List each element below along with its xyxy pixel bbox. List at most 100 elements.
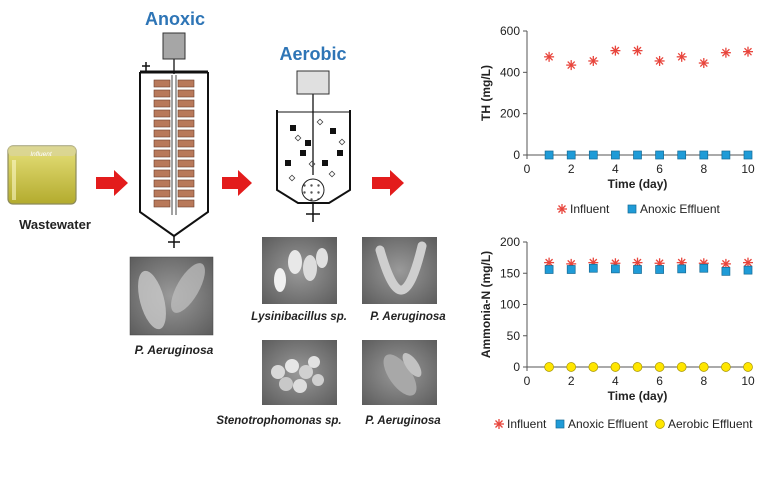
data-point (743, 362, 753, 372)
carrier-sponge (308, 160, 316, 168)
data-point (655, 419, 665, 429)
data-point (633, 150, 642, 160)
carrier-brick (153, 199, 171, 208)
y-tick-label: 600 (500, 24, 520, 38)
carrier-brick (177, 129, 195, 138)
y-tick-label: 200 (500, 235, 520, 249)
data-point (743, 265, 753, 275)
carrier-brick (177, 199, 195, 208)
carrier-brick (177, 99, 195, 108)
carrier-cube (300, 150, 306, 156)
data-point (566, 265, 576, 274)
carrier-brick (177, 189, 195, 198)
carrier-brick (153, 149, 171, 158)
aerobic-microbe-label-4: P. Aeruginosa (365, 415, 441, 427)
carrier-sponge (316, 118, 324, 126)
data-point (611, 264, 620, 274)
aerobic-microbe-label-3: Stenotrophomonas sp. (216, 415, 341, 427)
data-point (743, 150, 753, 160)
x-tick-label: 4 (612, 162, 619, 176)
x-tick-label: 10 (741, 374, 755, 388)
carrier-cube (285, 160, 291, 166)
data-point (566, 362, 577, 372)
flow-arrow-2 (222, 170, 252, 196)
carrier-cube (305, 140, 311, 146)
carrier-brick (153, 159, 171, 168)
data-point (721, 150, 731, 160)
x-tick-label: 8 (700, 162, 707, 176)
flow-arrow-1 (96, 170, 128, 196)
carrier-brick (153, 129, 171, 138)
data-point (677, 264, 687, 274)
aerobic-microbe-label-2: P. Aeruginosa (370, 311, 446, 323)
legend-entry: Anoxic Effluent (627, 202, 720, 216)
y-tick-label: 0 (513, 148, 520, 162)
y-tick-label: 150 (500, 266, 520, 280)
legend-label: Anoxic Effluent (640, 202, 720, 216)
series-aerobic-effluent (544, 362, 753, 372)
data-point (677, 150, 687, 160)
carrier-sponge (294, 134, 302, 142)
flow-arrow-3 (372, 170, 404, 196)
legend-label: Aerobic Effluent (668, 417, 753, 431)
carrier-brick (177, 89, 195, 98)
data-point (676, 362, 687, 372)
legend-label: Anoxic Effluent (568, 417, 648, 431)
x-axis-title: Time (day) (608, 389, 668, 403)
y-tick-label: 200 (500, 107, 520, 121)
aerobic-title: Aerobic (279, 44, 346, 64)
anoxic-carrier-media (153, 79, 195, 208)
legend-entry: Anoxic Effluent (555, 417, 648, 431)
y-tick-label: 400 (500, 65, 520, 79)
carrier-brick (153, 99, 171, 108)
data-point (655, 265, 664, 274)
data-point (654, 362, 665, 372)
data-point (655, 150, 664, 160)
data-point (588, 150, 598, 160)
anoxic-reactor (139, 32, 209, 248)
aerobic-reactor (276, 70, 351, 222)
series-influent (544, 257, 753, 269)
data-point (699, 263, 709, 273)
y-tick-label: 50 (507, 329, 521, 343)
legend-label: Influent (570, 202, 610, 216)
x-tick-label: 2 (568, 162, 575, 176)
aerobic-microbe-label-1: Lysinibacillus sp. (251, 311, 347, 323)
series-anoxic-effluent (544, 263, 753, 276)
carrier-sponge (328, 170, 336, 178)
x-tick-label: 0 (524, 162, 531, 176)
x-tick-label: 0 (524, 374, 531, 388)
series-influent (544, 45, 753, 71)
influent-jar (7, 145, 77, 205)
x-axis-title: Time (day) (608, 177, 668, 191)
data-point (721, 267, 731, 276)
carrier-cube (337, 150, 343, 156)
x-tick-label: 4 (612, 374, 619, 388)
carrier-brick (153, 109, 171, 118)
aerobic-sem-image-4 (362, 340, 437, 405)
aerobic-sem-image-3 (262, 340, 337, 405)
carrier-cube (290, 125, 296, 131)
wastewater-label: Wastewater (19, 217, 91, 232)
x-tick-label: 10 (741, 162, 755, 176)
carrier-sponge (288, 174, 296, 182)
carrier-sponge (338, 138, 346, 146)
anoxic-microbe-label: P. Aeruginosa (135, 343, 214, 357)
y-tick-label: 100 (500, 298, 520, 312)
legend-entry: Aerobic Effluent (655, 417, 753, 431)
y-axis-title: Ammonia-N (mg/L) (479, 251, 493, 358)
carrier-brick (153, 139, 171, 148)
carrier-brick (153, 79, 171, 88)
aerobic-carrier-media (285, 118, 346, 182)
carrier-brick (153, 189, 171, 198)
carrier-brick (153, 89, 171, 98)
carrier-brick (153, 179, 171, 188)
anoxic-title: Anoxic (145, 9, 205, 29)
data-point (544, 362, 554, 372)
legend-entry: Influent (557, 202, 610, 216)
carrier-cube (322, 160, 328, 166)
anoxic-sem-image (129, 256, 214, 336)
